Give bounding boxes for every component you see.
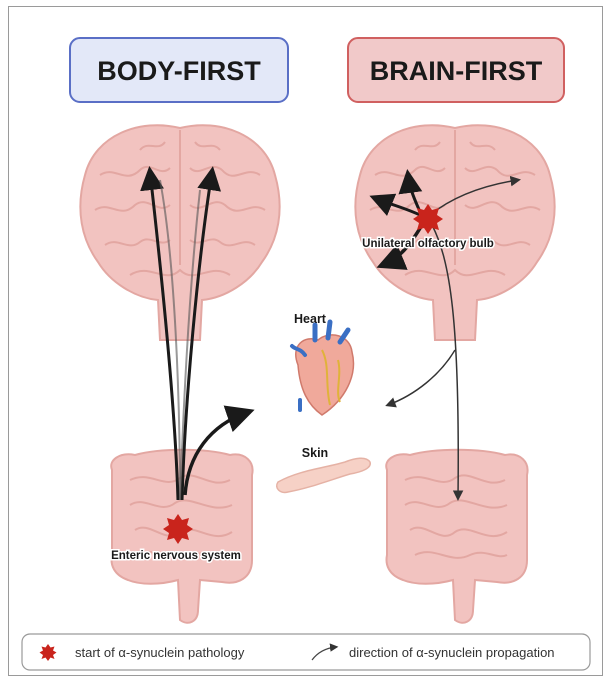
olfactory-bulb-label: Unilateral olfactory bulb <box>362 238 494 250</box>
right-gut <box>386 450 527 623</box>
pathology-marker-enteric <box>163 514 193 544</box>
heart-illustration <box>292 322 353 415</box>
legend: start of α-synuclein pathology direction… <box>22 634 590 670</box>
legend-direction-label: direction of α-synuclein propagation <box>349 645 555 660</box>
legend-start-label: start of α-synuclein pathology <box>75 645 245 660</box>
body-first-title: BODY-FIRST <box>97 56 261 86</box>
enteric-label: Enteric nervous system <box>111 550 241 562</box>
body-first-title-box: BODY-FIRST <box>70 38 288 102</box>
brain-first-title: BRAIN-FIRST <box>370 56 543 86</box>
right-brain <box>355 125 554 340</box>
brain-first-title-box: BRAIN-FIRST <box>348 38 564 102</box>
pathology-marker-olfactory <box>413 204 443 234</box>
heart-label: Heart <box>294 312 327 326</box>
skin-label: Skin <box>302 446 328 460</box>
skin-illustration <box>277 458 371 492</box>
